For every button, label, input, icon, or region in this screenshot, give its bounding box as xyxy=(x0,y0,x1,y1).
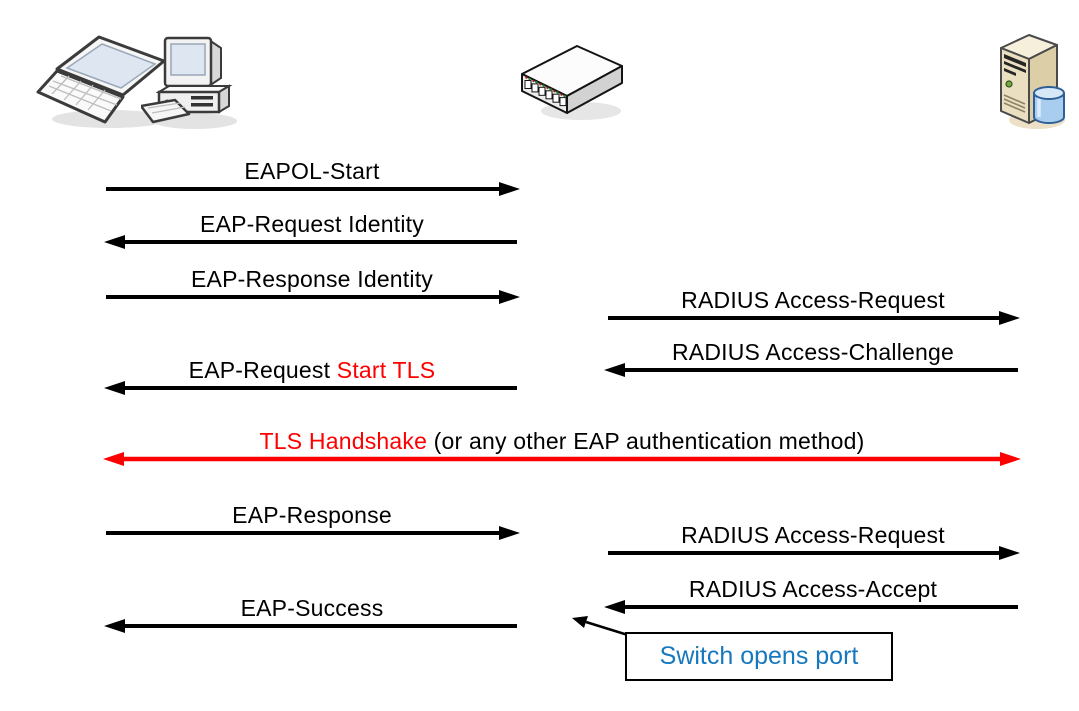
message-text: EAP-Response xyxy=(232,502,392,528)
message-text: EAP-Response Identity xyxy=(191,266,433,292)
arrow-eap-response-identity xyxy=(106,290,520,304)
switch-ports xyxy=(524,76,567,107)
arrow-eap-response xyxy=(106,526,520,540)
desktop-computer-icon xyxy=(141,36,237,129)
arrow-radius-access-accept xyxy=(604,600,1018,614)
message-text: EAP-Request Identity xyxy=(200,211,424,237)
arrow-eap-request-start-tls xyxy=(104,381,517,395)
message-label-eap-response: EAP-Response xyxy=(106,502,518,529)
arrow-eapol-start xyxy=(106,182,520,196)
server-database-icon xyxy=(1000,34,1065,129)
message-text-highlight: TLS Handshake xyxy=(259,428,428,454)
message-text: EAP-Success xyxy=(240,595,384,621)
arrow-radius-access-request-1 xyxy=(608,311,1020,325)
message-text: RADIUS Access-Request xyxy=(681,287,945,313)
arrow-eap-request-identity xyxy=(104,235,517,249)
server-led xyxy=(1005,80,1013,88)
message-text: (or any other EAP authentication method) xyxy=(427,428,865,454)
message-label-eap-response-identity: EAP-Response Identity xyxy=(106,266,518,293)
arrow-eap-success xyxy=(104,619,517,633)
message-label-eap-success: EAP-Success xyxy=(106,595,518,622)
message-text-highlight: Start TLS xyxy=(336,357,436,383)
message-text: EAPOL-Start xyxy=(244,158,380,184)
arrow-radius-access-challenge xyxy=(604,363,1018,377)
message-text: RADIUS Access-Accept xyxy=(688,576,938,602)
callout-label: Switch opens port xyxy=(659,642,859,670)
network-switch-icon xyxy=(521,45,623,120)
message-text: EAP-Request xyxy=(188,357,337,383)
message-label-eapol-start: EAPOL-Start xyxy=(106,158,518,185)
callout-leader-arrow xyxy=(572,616,632,638)
message-label-tls-handshake: TLS Handshake (or any other EAP authenti… xyxy=(106,428,1018,455)
arrow-tls-handshake xyxy=(103,452,1021,466)
message-label-eap-request-start-tls: EAP-Request Start TLS xyxy=(106,357,518,384)
arrow-radius-access-request-2 xyxy=(608,546,1020,560)
message-label-radius-access-request-1: RADIUS Access-Request xyxy=(608,287,1018,314)
message-label-radius-access-accept: RADIUS Access-Accept xyxy=(608,576,1018,603)
message-label-radius-access-request-2: RADIUS Access-Request xyxy=(608,522,1018,549)
laptop-icon xyxy=(36,35,168,128)
database-cylinder-icon xyxy=(1033,86,1065,124)
switch-opens-port-callout: Switch opens port xyxy=(625,632,893,681)
message-label-radius-access-challenge: RADIUS Access-Challenge xyxy=(608,339,1018,366)
message-label-eap-request-identity: EAP-Request Identity xyxy=(106,211,518,238)
message-text: RADIUS Access-Request xyxy=(681,522,945,548)
message-text: RADIUS Access-Challenge xyxy=(672,339,954,365)
